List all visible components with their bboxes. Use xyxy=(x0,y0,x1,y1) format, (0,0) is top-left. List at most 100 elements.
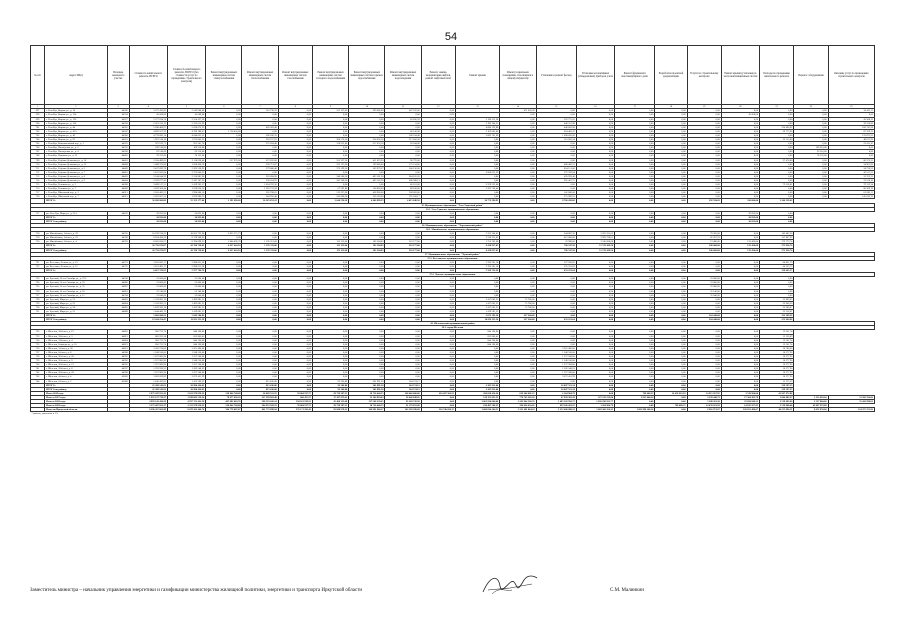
table-cell: 124 375 253,93 xyxy=(827,407,876,413)
column-header: Ремонт внутридомовых инженерных систем х… xyxy=(311,45,350,105)
table-cell: 145 626,76 xyxy=(827,194,876,200)
column-header: Услуги по строительному контролю xyxy=(686,45,722,105)
column-header: Ремонт внутридомовых инженерных систем э… xyxy=(205,45,243,105)
table-cell: 4 937 721 431,58 xyxy=(166,399,207,405)
column-header: Установка коллективных (общедомовых) при… xyxy=(575,45,616,105)
subsection-row: 37.1. Веселовское муниципальное образова… xyxy=(30,255,875,261)
column-header: Перенос оборудования xyxy=(793,45,829,105)
section-title: 38. Шелеховский муниципальный район xyxy=(30,321,875,327)
column-header: Ремонт фундамента многоквартирного дома xyxy=(614,45,656,105)
subsection-row: 38.1. город Шелехов xyxy=(30,325,875,331)
column-header: Ремонт внутридомовых инженерных систем в… xyxy=(384,45,422,105)
table-cell xyxy=(106,407,130,413)
table-cell: 1 863 898 186,26 xyxy=(614,407,656,413)
section-title: 37. Муниципальное образование "Чунский р… xyxy=(30,251,875,257)
column-header: Разработка проектной документации xyxy=(654,45,688,105)
section-title: 38.1. город Шелехов xyxy=(30,325,875,331)
section-row: 38. Шелеховский муниципальный район xyxy=(30,321,875,327)
table-cell: 8 079 203 444,76 xyxy=(166,407,207,413)
section-row: 35. Муниципальное образование "Усть-Удин… xyxy=(30,202,875,208)
column-header: Ремонт крыши xyxy=(454,45,501,105)
section-row: 36. Муниципальное образование "Черемховс… xyxy=(30,223,875,229)
table-cell: 23 xyxy=(827,103,876,110)
table-cell: 55 420 999,01 xyxy=(827,399,876,405)
section-title: 35. Муниципальное образование "Усть-Удин… xyxy=(30,202,875,208)
column-header: Ремонт, замена, модернизация лифтов, рем… xyxy=(420,45,456,105)
subsection-row: 35.1. Усть-Удинское муниципальное образо… xyxy=(30,206,875,212)
table-cell: 0,00 xyxy=(793,194,829,200)
signatory-title: Заместитель министра – начальник управле… xyxy=(30,588,363,593)
column-header: Оказание услуг по проведению строительно… xyxy=(827,45,876,105)
footnote-row: * работы, указанные в 1\3 xyxy=(31,412,875,416)
column-header: № п/п xyxy=(29,45,46,105)
section-title: 37.1. Веселовское муниципальное образова… xyxy=(30,255,875,261)
column-header: Ремонт внутридомовых инженерных систем т… xyxy=(241,45,279,105)
table-cell: 2 352 600 890,23 xyxy=(535,407,577,413)
column-header: Стоимость капитального ремонта, ВСЕГО (б… xyxy=(166,45,207,105)
page-number: 54 xyxy=(444,31,458,43)
table-cell: 13 xyxy=(454,103,501,110)
column-header: Ремонт подвальных помещений, относящихся… xyxy=(499,45,537,105)
column-header: Площадь земельного участка xyxy=(106,45,130,105)
column-header: Ремонт внутридомовых инженерных систем г… xyxy=(277,45,313,105)
column-header: Утепление и ремонт фасада xyxy=(535,45,577,105)
table-cell: 1 819 081 519,24 xyxy=(166,394,207,401)
table-cell: 1 600 834 204,51 xyxy=(454,407,501,413)
table-cell: 143 199 398,09 xyxy=(384,407,422,413)
column-header: Ремонт крыши (утепление) в части вентиля… xyxy=(720,45,761,105)
section-title: 36. Муниципальное образование "Черемховс… xyxy=(30,223,875,229)
column-header: Адрес МКД xyxy=(44,45,108,105)
table-cell: 17 xyxy=(614,103,656,110)
subsection-row: 36.1. Михайловское муниципальное образов… xyxy=(30,227,875,233)
table-cell: 7 xyxy=(241,103,279,110)
section-row: 37. Муниципальное образование "Чунский р… xyxy=(30,251,875,257)
table-cell: 20 xyxy=(720,103,761,110)
subsection-row: 37.2. Чунское муниципальное образование xyxy=(30,272,875,278)
table-cell: 3 331 979 858,33 xyxy=(166,403,207,409)
signatory-name: С.М. Малинкин xyxy=(610,588,644,593)
footnote: * работы, указанные в 1\3 xyxy=(31,412,58,416)
column-header: Ремонт внутридомовых инженерных систем г… xyxy=(348,45,386,105)
section-title: 37.2. Чунское муниципальное образование xyxy=(30,272,875,278)
column-header: Стоимость капитального ремонта, ВСЕГО xyxy=(128,45,168,105)
table-cell: 3 xyxy=(106,103,130,110)
section-title: 35.1. Усть-Удинское муниципальное образо… xyxy=(30,206,875,212)
table-cell: 120 621 490,07 xyxy=(720,407,761,413)
column-header: Расходы по проведению капитального ремон… xyxy=(759,45,795,105)
